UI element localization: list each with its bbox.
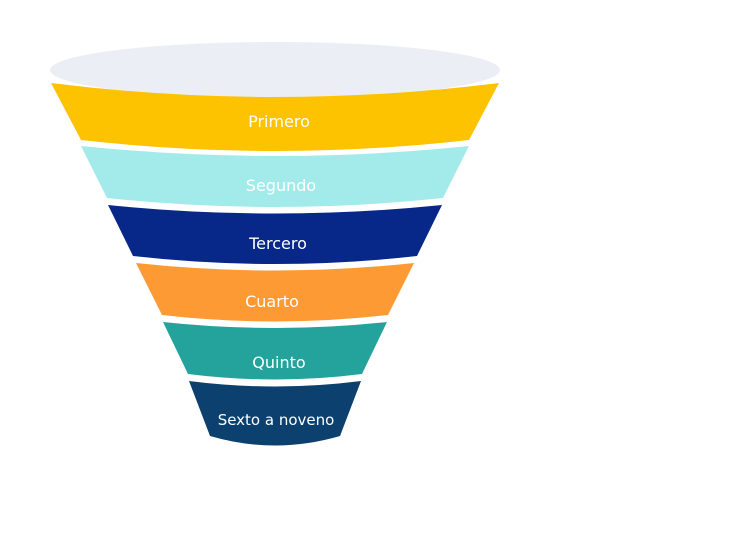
funnel-stage-3 [108,205,442,264]
funnel-stage-3-label: Tercero [248,234,307,253]
funnel-stage-4 [136,263,414,322]
funnel-stage-1-label: Primero [248,112,310,131]
funnel-stage-5 [163,322,387,380]
funnel-stage-6-label: Sexto a noveno [218,411,335,429]
funnel-stage-4-label: Cuarto [245,292,299,311]
funnel-stage-6 [189,381,361,446]
funnel-stage-5-label: Quinto [252,353,305,372]
funnel-stage-2 [81,146,469,207]
funnel-stage-2-label: Segundo [246,176,316,195]
funnel-stage-1 [51,83,499,151]
funnel-rim [50,42,500,98]
